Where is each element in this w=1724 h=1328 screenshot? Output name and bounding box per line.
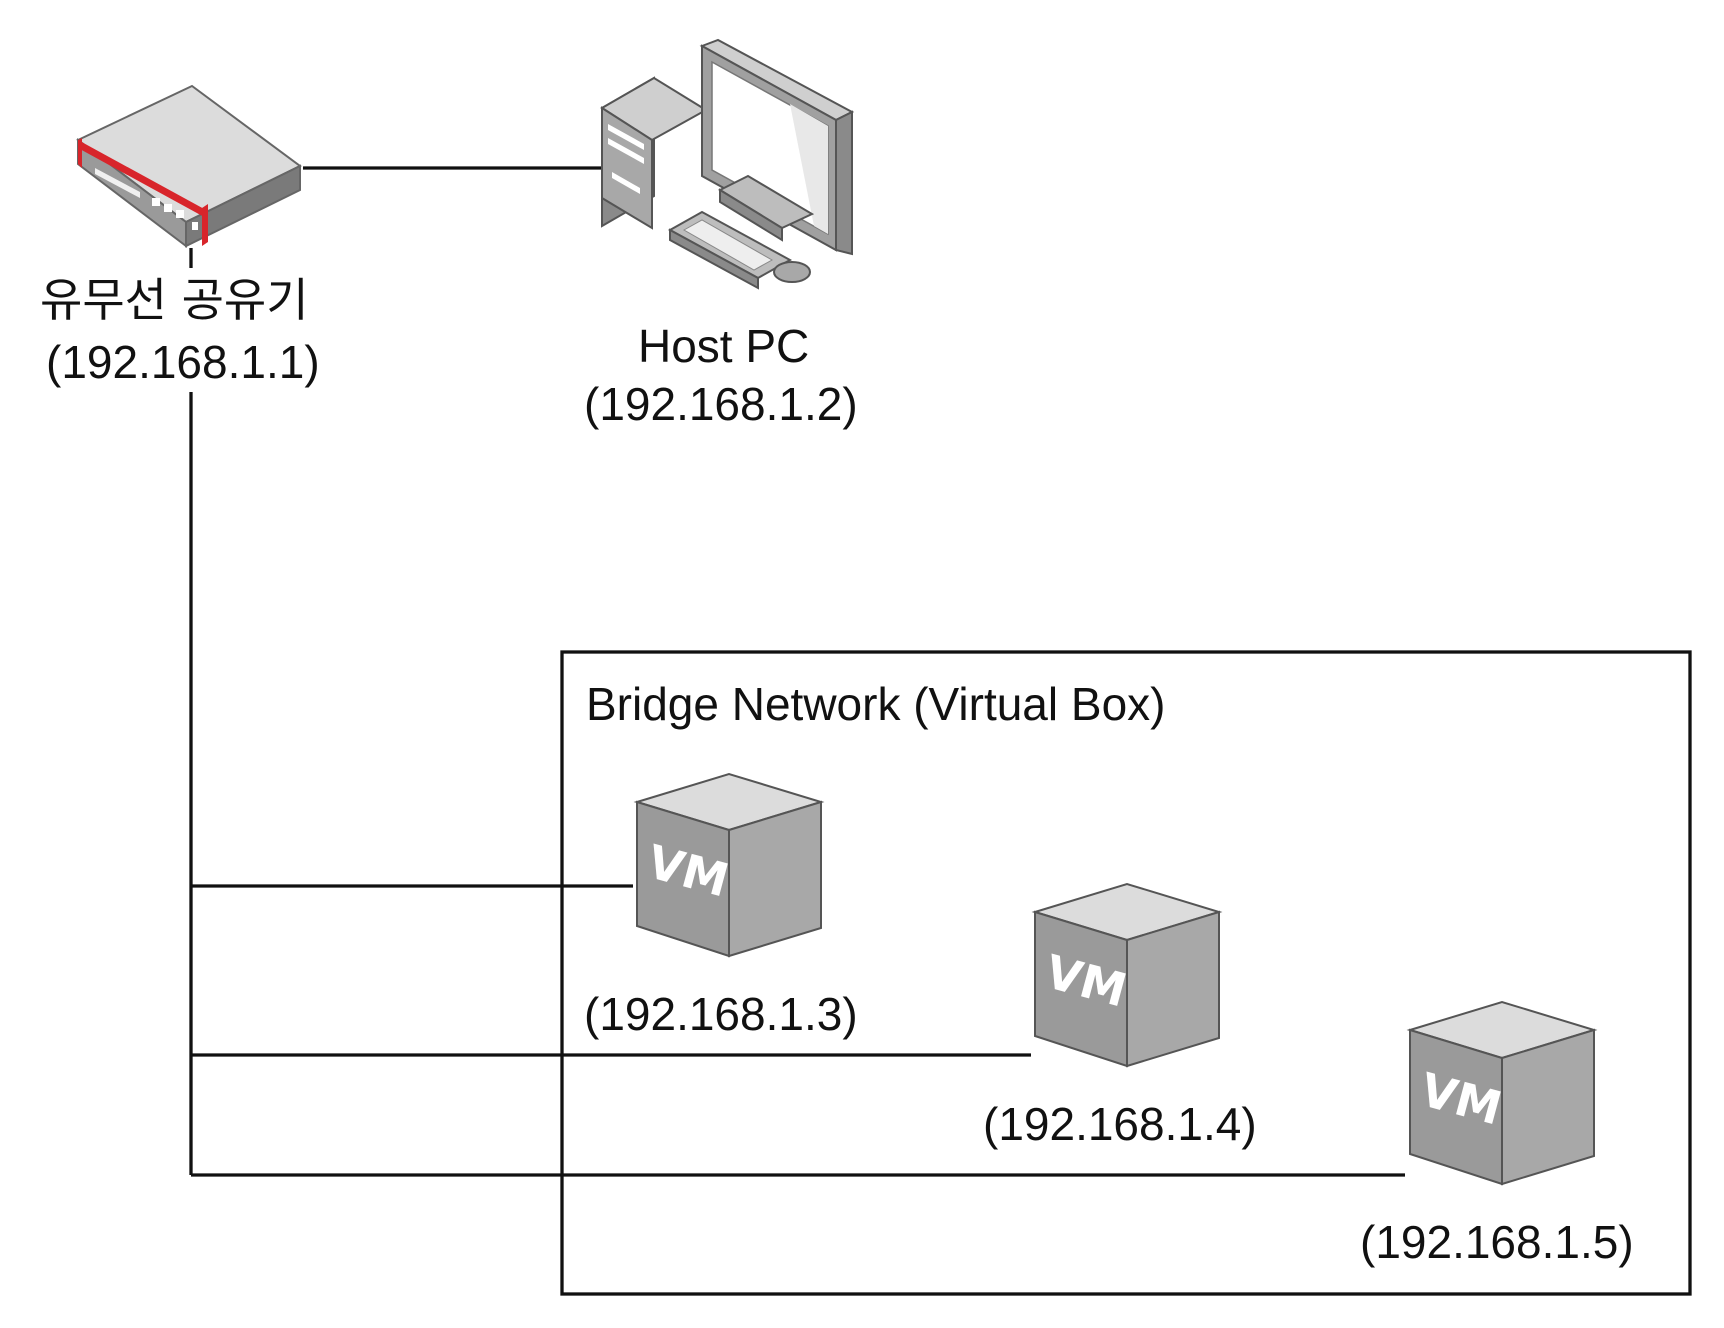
router-name: 유무선 공유기: [40, 273, 309, 327]
vm-ip-1: (192.168.1.3): [584, 988, 858, 1040]
host-pc-icon: [600, 38, 855, 290]
host-pc-ip: (192.168.1.2): [584, 378, 858, 430]
vm-icon-1: VM: [633, 772, 825, 958]
connections: [189, 166, 1405, 1177]
vm-ip-3: (192.168.1.5): [1360, 1216, 1634, 1268]
host-pc-name: Host PC: [638, 320, 809, 372]
router-ip: (192.168.1.1): [46, 336, 320, 388]
vm-icon-2: VM: [1031, 882, 1223, 1068]
router-icon: [76, 84, 302, 249]
bridge-network-box: [560, 650, 1692, 1296]
vm-ip-2: (192.168.1.4): [983, 1098, 1257, 1150]
bridge-network-title: Bridge Network (Virtual Box): [586, 678, 1165, 730]
vm-icon-3: VM: [1406, 1000, 1598, 1186]
